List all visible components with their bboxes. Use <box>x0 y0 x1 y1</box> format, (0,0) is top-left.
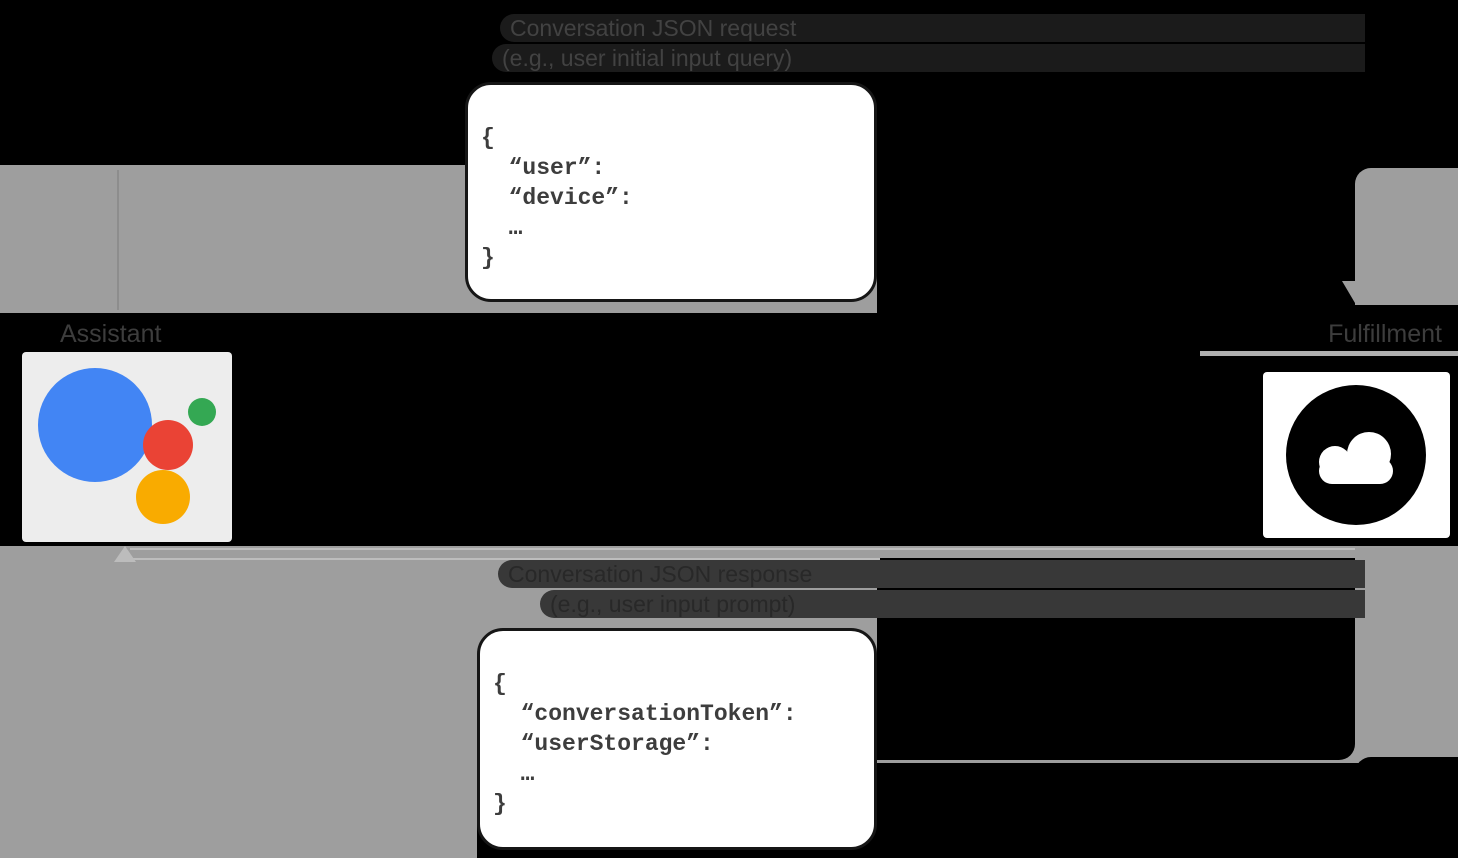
top-arrow-left-segment <box>117 170 119 310</box>
arrow-down-icon <box>1342 281 1368 303</box>
assistant-red-circle <box>143 420 193 470</box>
request-code: { “user”: “device”: … } <box>481 125 633 271</box>
request-code-box: { “user”: “device”: … } <box>465 82 877 302</box>
bottom-arrow-line-2 <box>130 558 880 560</box>
cloud-icon <box>1286 385 1426 525</box>
fulfillment-label: Fulfillment <box>1328 320 1442 348</box>
top-arrow-band-right-column <box>1355 168 1458 305</box>
assistant-blue-circle <box>38 368 152 482</box>
fulfillment-band-strip <box>1200 351 1458 356</box>
fulfillment-box <box>1263 372 1450 538</box>
assistant-yellow-circle <box>136 470 190 524</box>
bottom-black-area-mid <box>877 763 1355 858</box>
response-code-box: { “conversationToken”: “userStorage”: … … <box>477 628 877 850</box>
bottom-arrow-band-left <box>0 763 477 858</box>
response-code: { “conversationToken”: “userStorage”: … … <box>493 671 797 817</box>
assistant-logo-box <box>22 352 232 542</box>
request-subtitle: (e.g., user initial input query) <box>492 44 1365 72</box>
assistant-label: Assistant <box>60 320 162 348</box>
response-title: Conversation JSON response <box>498 560 1365 588</box>
bottom-arrow-line-1 <box>130 548 1355 550</box>
arrow-up-icon <box>114 546 136 562</box>
request-title: Conversation JSON request <box>500 14 1365 42</box>
bottom-arrow-notch <box>877 558 1355 760</box>
bottom-black-area-right <box>1355 757 1458 858</box>
response-subtitle: (e.g., user input prompt) <box>540 590 1365 618</box>
assistant-green-circle <box>188 398 216 426</box>
